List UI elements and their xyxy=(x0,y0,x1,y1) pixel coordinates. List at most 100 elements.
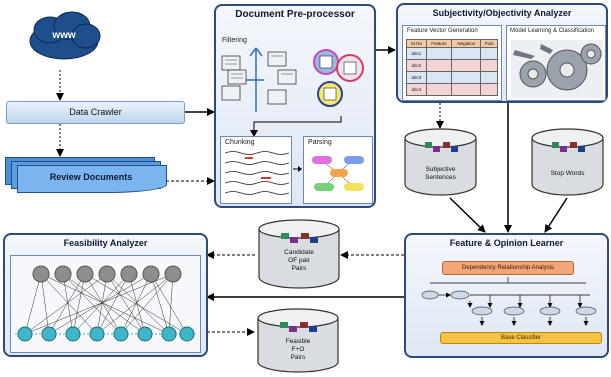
graph-edge xyxy=(72,273,130,335)
filtering-label: Filtering xyxy=(222,37,247,44)
preprocessor-title: Document Pre-processor xyxy=(235,9,355,20)
table-cell: abc4 xyxy=(406,83,427,96)
table-row: abc3 xyxy=(406,71,498,84)
table-cell: abc2 xyxy=(406,59,427,72)
review-documents-label: Review Documents xyxy=(49,172,133,182)
database-icon xyxy=(257,308,339,373)
graph-edge xyxy=(96,273,130,335)
arrow-filter-chunking xyxy=(250,116,342,137)
base-classifier-label: Base Classifier xyxy=(500,335,541,341)
graph-edge xyxy=(24,273,174,335)
graph-edge xyxy=(150,273,188,335)
graph-edge xyxy=(40,273,170,335)
graph-edge xyxy=(24,273,108,335)
table-cell xyxy=(480,83,498,96)
data-crawler-box: Data Crawler xyxy=(6,101,185,124)
feasible-pairs-label: Feasible F+O Pairs xyxy=(285,338,311,361)
model-learning-box: Model Learning & Classification xyxy=(506,25,606,101)
chunking-lines xyxy=(225,151,289,195)
database-icon xyxy=(531,128,604,196)
feature-table-header-cell: Negation xyxy=(451,39,482,48)
model-learning-label: Model Learning & Classification xyxy=(510,28,595,34)
feasible-pairs-db: Feasible F+O Pairs xyxy=(256,308,340,374)
graph-edge xyxy=(120,273,152,335)
graph-edge xyxy=(24,273,42,335)
graph-edge xyxy=(106,273,146,335)
table-cell xyxy=(480,59,498,72)
table-cell xyxy=(451,71,482,84)
bottom-node xyxy=(65,326,81,342)
table-cell xyxy=(480,71,498,84)
graph-edge xyxy=(48,273,86,335)
table-row: abc4 xyxy=(406,83,498,96)
graph-edge xyxy=(96,273,174,335)
review-documents-stack: Review Documents xyxy=(5,157,167,193)
feature-table-header-cell: Sr.No xyxy=(406,39,427,48)
gears-illustration xyxy=(511,40,603,98)
bottom-node xyxy=(137,326,153,342)
learner-flow-diagram xyxy=(421,277,597,326)
graph-edge xyxy=(150,273,170,335)
subjective-sentences-label: Subjective Sentences xyxy=(425,166,456,181)
arrow-chunking-parsing xyxy=(293,166,302,172)
table-cell xyxy=(451,47,482,60)
graph-edge xyxy=(62,273,74,335)
table-cell xyxy=(425,71,453,84)
top-node xyxy=(120,265,138,283)
parse-tree-illustration xyxy=(312,156,364,191)
bottom-node xyxy=(89,326,105,342)
learner-title: Feature & Opinion Learner xyxy=(449,238,564,248)
chunking-box: Chunking xyxy=(220,136,292,204)
filtering-illustration xyxy=(221,47,297,112)
bipartite-graph xyxy=(15,265,196,342)
graph-edge xyxy=(120,273,174,335)
database-icon xyxy=(404,128,477,196)
top-node xyxy=(76,265,94,283)
stop-words-label: Stop Words xyxy=(550,170,585,177)
dependency-analysis-box: Dependency Relationship Analysis xyxy=(442,261,574,275)
top-node xyxy=(164,265,182,283)
graph-edge xyxy=(40,273,50,335)
graph-edge xyxy=(84,273,122,335)
database-icon xyxy=(258,219,340,289)
cloud-icon xyxy=(29,11,101,60)
bottom-node xyxy=(17,326,33,342)
parsing-label: Parsing xyxy=(308,139,332,146)
feasibility-analyzer-panel: Feasibility Analyzer xyxy=(3,233,208,357)
filtering-circles xyxy=(313,49,364,107)
table-cell xyxy=(425,59,453,72)
data-crawler-label: Data Crawler xyxy=(69,107,122,117)
table-cell xyxy=(451,83,482,96)
dependency-analysis-label: Dependency Relationship Analysis xyxy=(461,265,555,271)
top-node xyxy=(142,265,160,283)
table-cell xyxy=(425,47,453,60)
bottom-node xyxy=(179,326,195,342)
feature-opinion-learner-panel: Feature & Opinion Learner Dependency Rel… xyxy=(404,233,609,358)
candidate-pairs-label: Candidate OF pair Pairs xyxy=(284,249,314,272)
table-cell xyxy=(451,59,482,72)
graph-edge xyxy=(48,273,152,335)
stop-words-db: Stop Words xyxy=(530,128,605,198)
graph-edge xyxy=(128,273,146,335)
graph-edge xyxy=(62,273,146,335)
www-label: www xyxy=(52,30,76,41)
graph-edge xyxy=(168,273,174,335)
bipartite-graph-box xyxy=(10,255,201,353)
graph-edge xyxy=(72,273,86,335)
bottom-node xyxy=(113,326,129,342)
subjective-sentences-db: Subjective Sentences xyxy=(403,128,478,198)
bottom-node xyxy=(161,326,177,342)
top-node xyxy=(98,265,116,283)
base-classifier-bar: Base Classifier xyxy=(440,332,602,344)
feature-vector-label: Feature Vector Generation xyxy=(407,28,478,34)
table-row: abc1 xyxy=(406,47,498,60)
www-node: www xyxy=(24,6,104,64)
table-row: abc2 xyxy=(406,59,498,72)
bottom-node xyxy=(41,326,57,342)
top-node xyxy=(54,265,72,283)
graph-edge xyxy=(62,273,122,335)
